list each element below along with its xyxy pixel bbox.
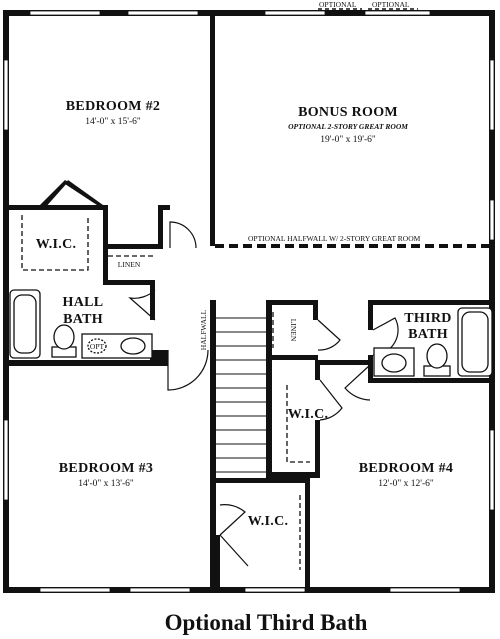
third-bath-label-2: BATH — [408, 327, 448, 342]
hall-bath-label-2: BATH — [63, 312, 103, 327]
wic-left-label: W.I.C. — [36, 237, 77, 252]
bedroom4-label: BEDROOM #4 — [359, 461, 453, 476]
third-bath-fixtures — [373, 307, 493, 377]
bedroom3-label: BEDROOM #3 — [59, 461, 153, 476]
plan-caption: Optional Third Bath — [165, 610, 368, 635]
third-toilet-bowl — [426, 343, 448, 369]
stairs — [216, 317, 266, 473]
bedroom2-dims: 14'-0" x 15'-6" — [85, 117, 141, 127]
bedroom2-label: BEDROOM #2 — [66, 99, 160, 114]
bonus-room-label: BONUS ROOM — [298, 105, 398, 120]
third-sink — [381, 353, 407, 373]
interior-walls — [8, 14, 494, 590]
third-bath-label-1: THIRD — [404, 311, 451, 326]
bonus-room-note: OPTIONAL 2-STORY GREAT ROOM — [288, 122, 408, 131]
linen-center-label: LINEN — [289, 319, 298, 342]
doors — [128, 221, 399, 567]
bedroom3-dims: 14'-0" x 13'-6" — [78, 479, 134, 489]
bonus-room-dims: 19'-0" x 19'-6" — [320, 135, 376, 145]
optional-halfwall-note: OPTIONAL HALFWALL W/ 2-STORY GREAT ROOM — [248, 234, 421, 243]
closet-shelves — [21, 215, 310, 570]
hall-toilet-bowl — [53, 324, 75, 350]
windows — [3, 10, 495, 593]
hall-bath-label-1: HALL — [63, 295, 104, 310]
hall-bath-fixtures — [9, 289, 153, 359]
opt-label: OPT — [90, 342, 105, 351]
wic-mid-label: W.I.C. — [288, 407, 329, 422]
bedroom4-dims: 12'-0" x 12'-6" — [378, 479, 434, 489]
halfwall-label: HALFWALL — [199, 309, 208, 350]
optional-label-1: OPTIONAL — [319, 0, 357, 9]
hall-sink — [120, 337, 146, 355]
optional-label-2: OPTIONAL — [372, 0, 410, 9]
linen-hall-label: LINEN — [118, 260, 141, 269]
wic-bottom-label: W.I.C. — [248, 514, 289, 529]
